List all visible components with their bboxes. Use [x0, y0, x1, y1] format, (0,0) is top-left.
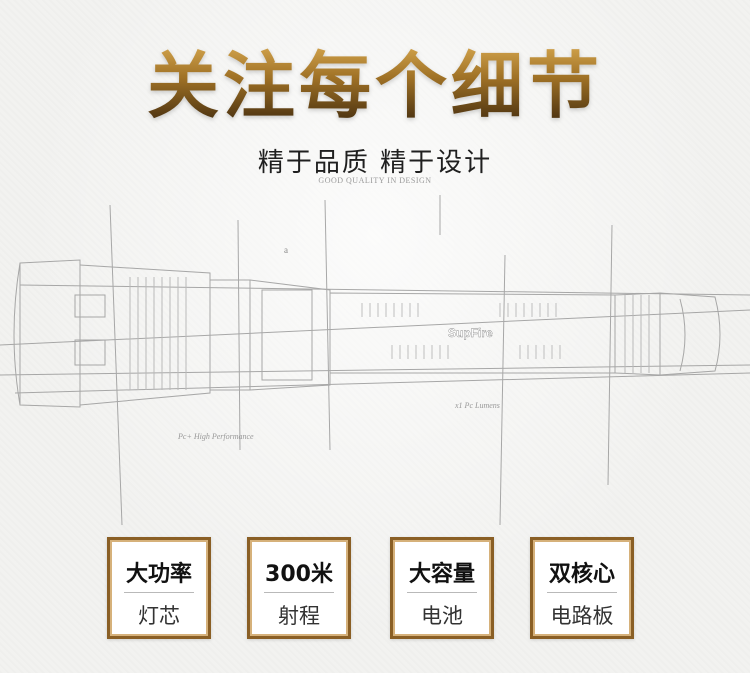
page-subtitle: 精于品质 精于设计 — [257, 148, 493, 178]
neck-collar — [261, 289, 313, 381]
construction-line — [0, 309, 750, 346]
construction-line — [109, 204, 123, 525]
feature-title: 大容量 — [408, 562, 475, 587]
feature-card: 双核心 电路板 — [530, 537, 634, 639]
tail-cap-outline — [659, 292, 721, 376]
body-grip-top — [361, 303, 557, 317]
construction-line — [607, 224, 613, 486]
sketch-note: a — [284, 245, 288, 255]
tail-cap-detail — [679, 298, 686, 372]
feature-subtitle: 射程 — [278, 604, 320, 628]
bezel-outline — [19, 259, 81, 408]
brand-mark: SupFire — [448, 326, 493, 340]
feature-card: 大容量 电池 — [390, 537, 494, 639]
neck-outline — [210, 279, 251, 391]
construction-line — [324, 199, 331, 451]
head-fins — [129, 277, 187, 390]
switch-block — [74, 339, 106, 366]
feature-subtitle: 电池 — [421, 604, 463, 628]
divider — [407, 592, 477, 593]
page-title: 关注每个细节 — [0, 42, 750, 130]
construction-line — [19, 284, 750, 296]
lens-curve — [13, 262, 21, 406]
feature-title: 300米 — [265, 562, 333, 587]
tail-rings — [624, 295, 650, 373]
head-outline — [79, 264, 211, 406]
feature-card: 300米 射程 — [247, 537, 351, 639]
feature-card: 大功率 灯芯 — [107, 537, 211, 639]
divider — [124, 592, 194, 593]
feature-list: 大功率 灯芯 300米 射程 大容量 电池 双核心 电路板 — [0, 537, 750, 642]
feature-subtitle: 电路板 — [550, 604, 614, 628]
switch-block — [74, 294, 106, 318]
tail-outline — [614, 292, 661, 376]
sketch-note: Pc+ High Performance — [177, 432, 254, 441]
body-grip-bottom — [391, 345, 561, 359]
construction-line — [499, 254, 506, 525]
construction-line — [237, 219, 241, 451]
feature-title: 大功率 — [125, 562, 192, 587]
feature-title: 双核心 — [548, 562, 615, 587]
construction-line — [14, 372, 750, 394]
tagline: GOOD QUALITY IN DESIGN — [318, 176, 432, 185]
sketch-note: x1 Pc Lumens — [454, 401, 500, 410]
feature-subtitle: 灯芯 — [138, 604, 180, 628]
divider — [264, 592, 334, 593]
divider — [547, 592, 617, 593]
flashlight-sketch: SupFire a Pc+ High Performance x1 Pc Lum… — [0, 195, 750, 525]
